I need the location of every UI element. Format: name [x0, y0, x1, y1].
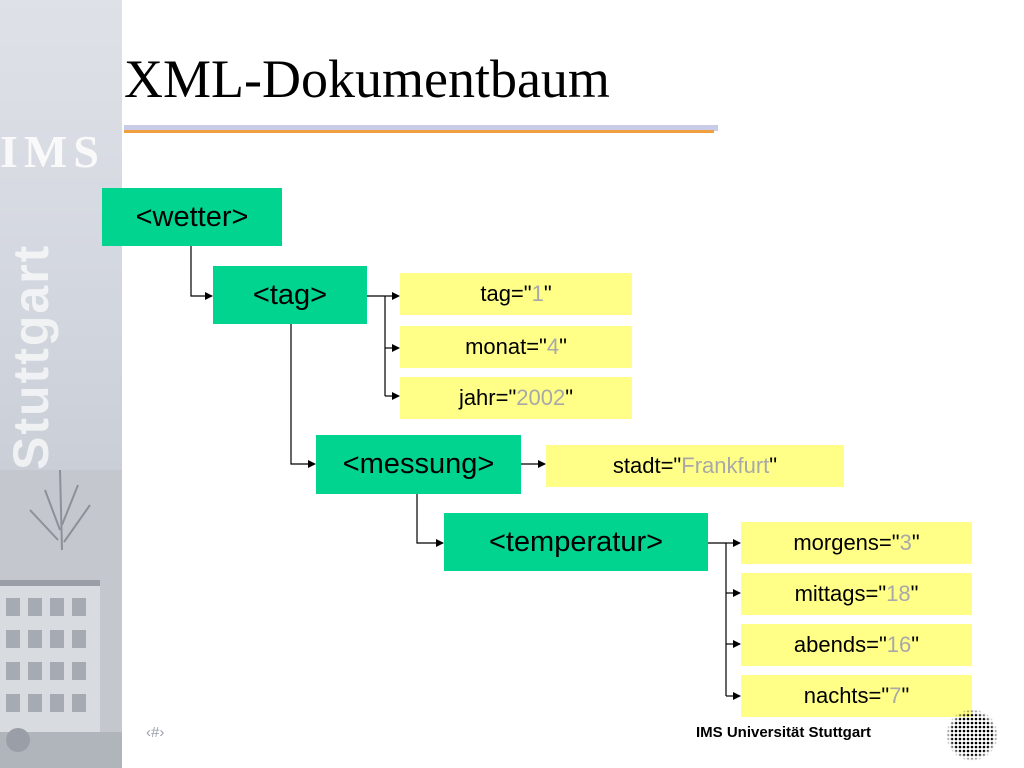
attribute-name: mittags=" [794, 581, 887, 606]
attribute-name: monat=" [465, 334, 547, 359]
building-photo [0, 470, 122, 768]
slide-title: XML-Dokumentbaum [124, 49, 610, 109]
attribute-quote: " [769, 453, 778, 478]
attribute-quote: " [910, 581, 919, 606]
attribute-node-morgens: morgens="3" [741, 522, 972, 564]
element-node-messung: <messung> [316, 435, 521, 494]
attribute-name: nachts=" [803, 683, 890, 708]
attribute-node-monat: monat="4" [400, 326, 632, 368]
sidebar-logo-text: IMS [0, 126, 105, 177]
title-underline [124, 125, 718, 135]
attribute-node-mittags: mittags="18" [741, 573, 972, 615]
attribute-value: 7 [889, 683, 902, 708]
attribute-quote: " [901, 683, 910, 708]
attribute-value: Frankfurt [681, 453, 770, 478]
attribute-value: 4 [546, 334, 560, 359]
sidebar-decoration: IMS Stuttgart [0, 0, 122, 768]
attribute-value: 3 [899, 530, 912, 555]
attribute-node-abends: abends="16" [741, 624, 972, 666]
element-node-wetter: <wetter> [102, 188, 282, 246]
attribute-name: tag=" [480, 281, 532, 306]
attribute-node-tag: tag="1" [400, 273, 632, 315]
attribute-value: 18 [886, 581, 911, 606]
attribute-quote: " [565, 385, 574, 410]
attribute-value: 2002 [516, 385, 566, 410]
attribute-name: jahr=" [458, 385, 517, 410]
attribute-value: 1 [531, 281, 544, 306]
attribute-value: 16 [886, 632, 912, 657]
page-number: ‹#› [146, 724, 165, 741]
element-node-temperatur: <temperatur> [444, 513, 708, 571]
attribute-quote: " [543, 281, 552, 306]
attribute-name: stadt=" [612, 453, 682, 478]
element-node-tag: <tag> [213, 266, 367, 324]
attribute-name: morgens=" [793, 530, 900, 555]
attribute-node-jahr: jahr="2002" [400, 377, 632, 419]
attribute-name: abends=" [793, 632, 887, 657]
attribute-quote: " [559, 334, 567, 359]
footer-institution: IMS Universität Stuttgart [696, 724, 872, 741]
attribute-quote: " [911, 530, 920, 555]
university-logo-icon [946, 709, 998, 761]
attribute-node-nachts: nachts="7" [741, 675, 972, 717]
attribute-node-stadt: stadt="Frankfurt" [546, 445, 844, 487]
attribute-quote: " [911, 632, 920, 657]
